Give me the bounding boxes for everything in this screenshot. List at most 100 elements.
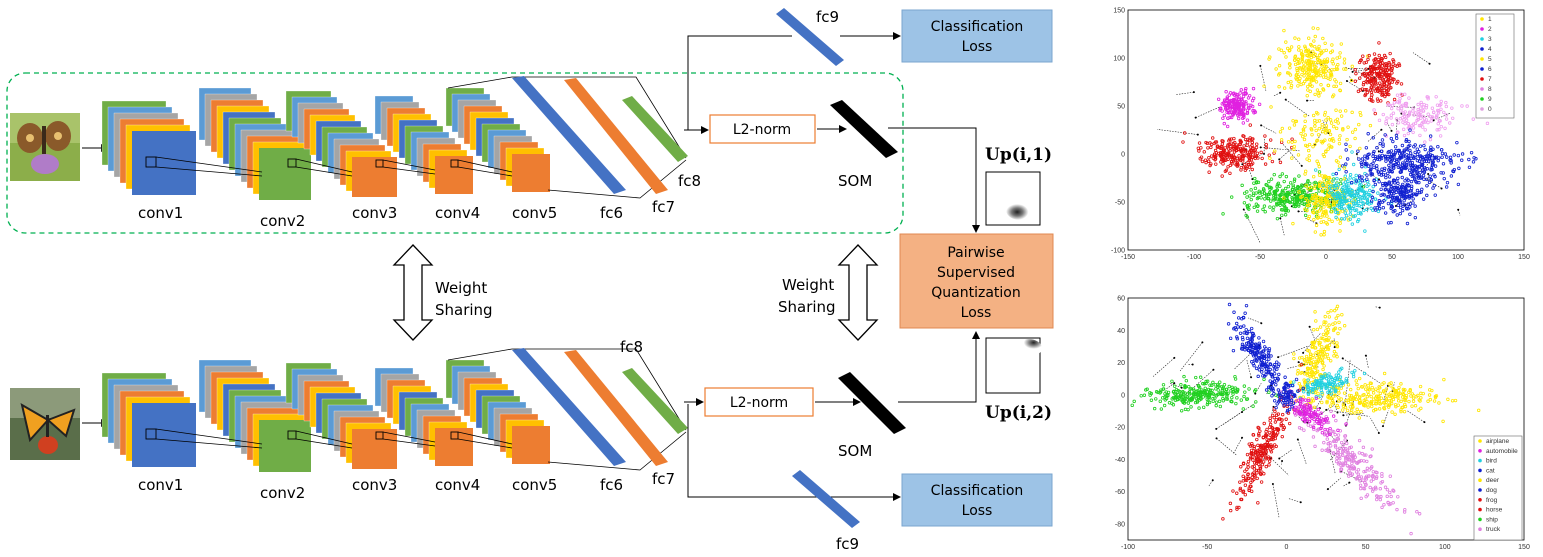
pairwise-line1: Pairwise xyxy=(947,245,1004,261)
plot-bot-x-tick: 50 xyxy=(1362,544,1370,551)
top-conv3-stack xyxy=(285,90,397,197)
top-fc7-bar xyxy=(564,78,668,194)
plot-top-legend-item: 9 xyxy=(1488,96,1492,103)
weight-sharing-left-line1: Weight xyxy=(435,279,487,297)
bottom-conv1-label: conv1 xyxy=(138,476,183,494)
top-conv1-stack xyxy=(101,100,196,195)
plot-top-legend-item: 4 xyxy=(1488,46,1492,53)
plot-bot-x-tick: -50 xyxy=(1202,544,1212,551)
plot-bot-legend-marker xyxy=(1478,449,1482,453)
plot-top-cluster xyxy=(1262,26,1370,99)
plot-bot-cluster xyxy=(1278,389,1422,536)
bottom-conv4-label: conv4 xyxy=(435,476,480,494)
classification-loss-bottom xyxy=(901,473,1053,527)
bottom-conv2-stack xyxy=(198,359,311,472)
weight-sharing-right-line1: Weight xyxy=(782,276,834,294)
plot-top-legend-marker xyxy=(1480,27,1484,31)
plot-top-cluster xyxy=(1334,128,1478,198)
plot-bot-y-tick: -80 xyxy=(1115,521,1125,528)
top-conv2-label: conv2 xyxy=(260,212,305,230)
classification-loss-bottom-line2: Loss xyxy=(962,503,993,519)
classification-loss-bottom-line1: Classification xyxy=(931,483,1024,499)
plot-top-legend-item: 8 xyxy=(1488,86,1492,93)
top-fc6-label: fc6 xyxy=(600,204,623,222)
plot-bot-y-tick: -60 xyxy=(1115,489,1125,496)
plot-top-legend-marker xyxy=(1480,77,1484,81)
plot-top-y-tick: -100 xyxy=(1111,248,1125,255)
top-conv4-stack xyxy=(374,95,473,194)
top-conv5-stack xyxy=(445,87,550,192)
som-bottom-bar xyxy=(838,372,906,434)
plot-bot-legend-item: frog xyxy=(1486,497,1498,504)
plot-bot-legend-item: ship xyxy=(1486,516,1498,523)
plot-top-cluster xyxy=(1353,41,1404,116)
plot-top-cluster xyxy=(1216,86,1262,129)
fc9-bottom-label: fc9 xyxy=(836,535,859,553)
bottom-conv4-stack xyxy=(374,367,473,466)
plot-top-y-tick: 50 xyxy=(1117,104,1125,111)
fc9-top-label: fc9 xyxy=(816,8,839,26)
classification-loss-top-line2: Loss xyxy=(962,39,993,55)
bottom-fc7-label: fc7 xyxy=(652,470,675,488)
top-conv2-stack xyxy=(198,87,311,200)
top-conv4-label: conv4 xyxy=(435,204,480,222)
top-fc8-label: fc8 xyxy=(678,172,701,190)
plot-bot-legend-marker xyxy=(1478,478,1482,483)
plot-top-legend-item: 5 xyxy=(1488,56,1492,63)
bottom-conv1-stack xyxy=(101,372,196,467)
plot-top-legend-marker xyxy=(1480,87,1484,91)
top-conv5-label: conv5 xyxy=(512,204,557,222)
plot-bot-cluster xyxy=(1221,363,1304,521)
bottom-conv2-label: conv2 xyxy=(260,484,305,502)
plot-top-legend-marker xyxy=(1480,97,1484,101)
plot-top-legend-marker xyxy=(1480,107,1484,111)
classification-loss-top-line1: Classification xyxy=(931,19,1024,35)
som-bottom-label: SOM xyxy=(838,442,872,460)
u-label-top: Up(i,1) xyxy=(985,145,1052,165)
plot-bot-y-tick: 0 xyxy=(1121,392,1125,399)
top-fc8-bar xyxy=(622,96,688,162)
plot-bot-y-tick: -40 xyxy=(1115,457,1125,464)
top-fc7-label: fc7 xyxy=(652,198,675,216)
plot-top-x-tick: 0 xyxy=(1324,254,1328,261)
plot-bot-cluster xyxy=(1287,389,1348,437)
plot-bot-y-tick: -20 xyxy=(1115,425,1125,432)
input-image-top xyxy=(10,113,80,181)
plot-bot-x-tick: 150 xyxy=(1518,544,1530,551)
bottom-fc6-label: fc6 xyxy=(600,476,623,494)
weight-sharing-right-line2: Sharing xyxy=(778,298,836,316)
l2-norm-bottom-label: L2-norm xyxy=(730,395,788,411)
plot-top-y-tick: 100 xyxy=(1113,56,1125,63)
plot-top-y-tick: 150 xyxy=(1113,8,1125,15)
bottom-conv5-stack xyxy=(445,359,550,464)
plot-top-legend-marker xyxy=(1480,67,1484,71)
plot-bot-y-tick: 60 xyxy=(1117,296,1125,303)
u-label-bottom: Up(i,2) xyxy=(985,403,1052,423)
pairwise-line4: Loss xyxy=(961,305,992,321)
plot-top-x-tick: 50 xyxy=(1388,254,1396,261)
fc9-bottom-bar xyxy=(792,470,860,528)
fc9-top-bar xyxy=(776,8,844,66)
plot-top-legend-marker xyxy=(1480,47,1484,51)
plot-bot-legend-item: bird xyxy=(1486,458,1497,465)
plot-bot-x-tick: 100 xyxy=(1439,544,1451,551)
plot-top-legend-marker xyxy=(1480,37,1484,41)
top-fc6-bar xyxy=(512,76,626,194)
plot-bot-legend-marker xyxy=(1478,488,1482,492)
plot-top-y-tick: 0 xyxy=(1121,152,1125,159)
plot-top-cluster xyxy=(1369,171,1437,226)
plot-bot-legend-marker xyxy=(1478,498,1482,502)
top-conv1-label: conv1 xyxy=(138,204,183,222)
plot-top-legend-item: 2 xyxy=(1488,26,1492,33)
plot-bot-legend-item: cat xyxy=(1486,467,1495,474)
plot-top-cluster xyxy=(1372,92,1490,144)
input-image-bottom xyxy=(10,388,80,460)
bottom-fc8-label: fc8 xyxy=(620,338,643,356)
plot-top-cluster xyxy=(1268,105,1373,181)
plot-top-legend-marker xyxy=(1480,17,1484,21)
plot-bot-cluster xyxy=(1294,371,1481,424)
